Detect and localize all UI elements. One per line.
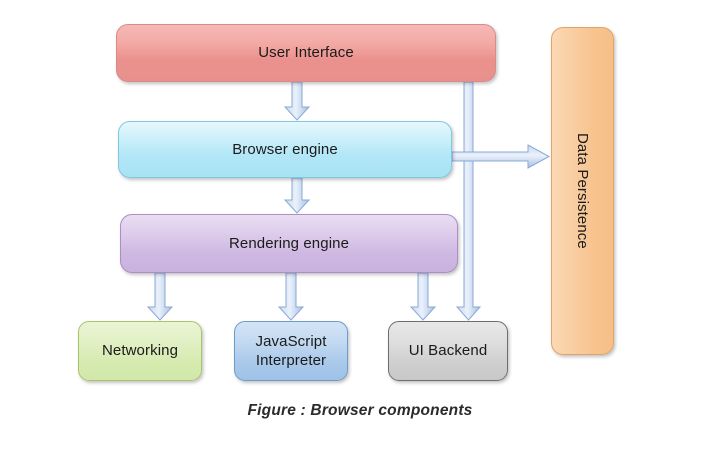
node-ui-backend[interactable]: UI Backend [388, 321, 508, 381]
arrow-rendering-engine-to-networking [146, 272, 174, 321]
node-data-persistence[interactable]: Data Persistence [551, 27, 614, 355]
arrow-ui-to-ui-backend [455, 81, 482, 321]
arrow-browser-engine-to-data-persistence [451, 144, 551, 169]
arrow-ui-to-browser-engine [283, 81, 311, 121]
node-javascript-interpreter-label: JavaScript Interpreter [249, 332, 332, 370]
node-javascript-interpreter-line1: JavaScript [255, 332, 327, 350]
node-networking[interactable]: Networking [78, 321, 202, 381]
node-rendering-engine-label: Rendering engine [228, 234, 350, 252]
arrow-browser-engine-to-rendering-engine [283, 177, 311, 214]
node-browser-engine[interactable]: Browser engine [118, 121, 452, 178]
node-data-persistence-label: Data Persistence [574, 133, 592, 249]
node-networking-label: Networking [101, 342, 179, 360]
node-javascript-interpreter[interactable]: JavaScript Interpreter [234, 321, 348, 381]
node-ui-backend-label: UI Backend [408, 342, 488, 360]
node-rendering-engine[interactable]: Rendering engine [120, 214, 458, 273]
figure-caption: Figure : Browser components [247, 402, 473, 419]
node-user-interface-label: User Interface [258, 44, 354, 62]
arrow-rendering-engine-to-javascript-interpreter [277, 272, 305, 321]
node-javascript-interpreter-line2: Interpreter [255, 352, 327, 369]
arrow-rendering-engine-to-ui-backend [409, 272, 437, 321]
node-user-interface[interactable]: User Interface [116, 24, 496, 82]
node-browser-engine-label: Browser engine [232, 140, 338, 158]
